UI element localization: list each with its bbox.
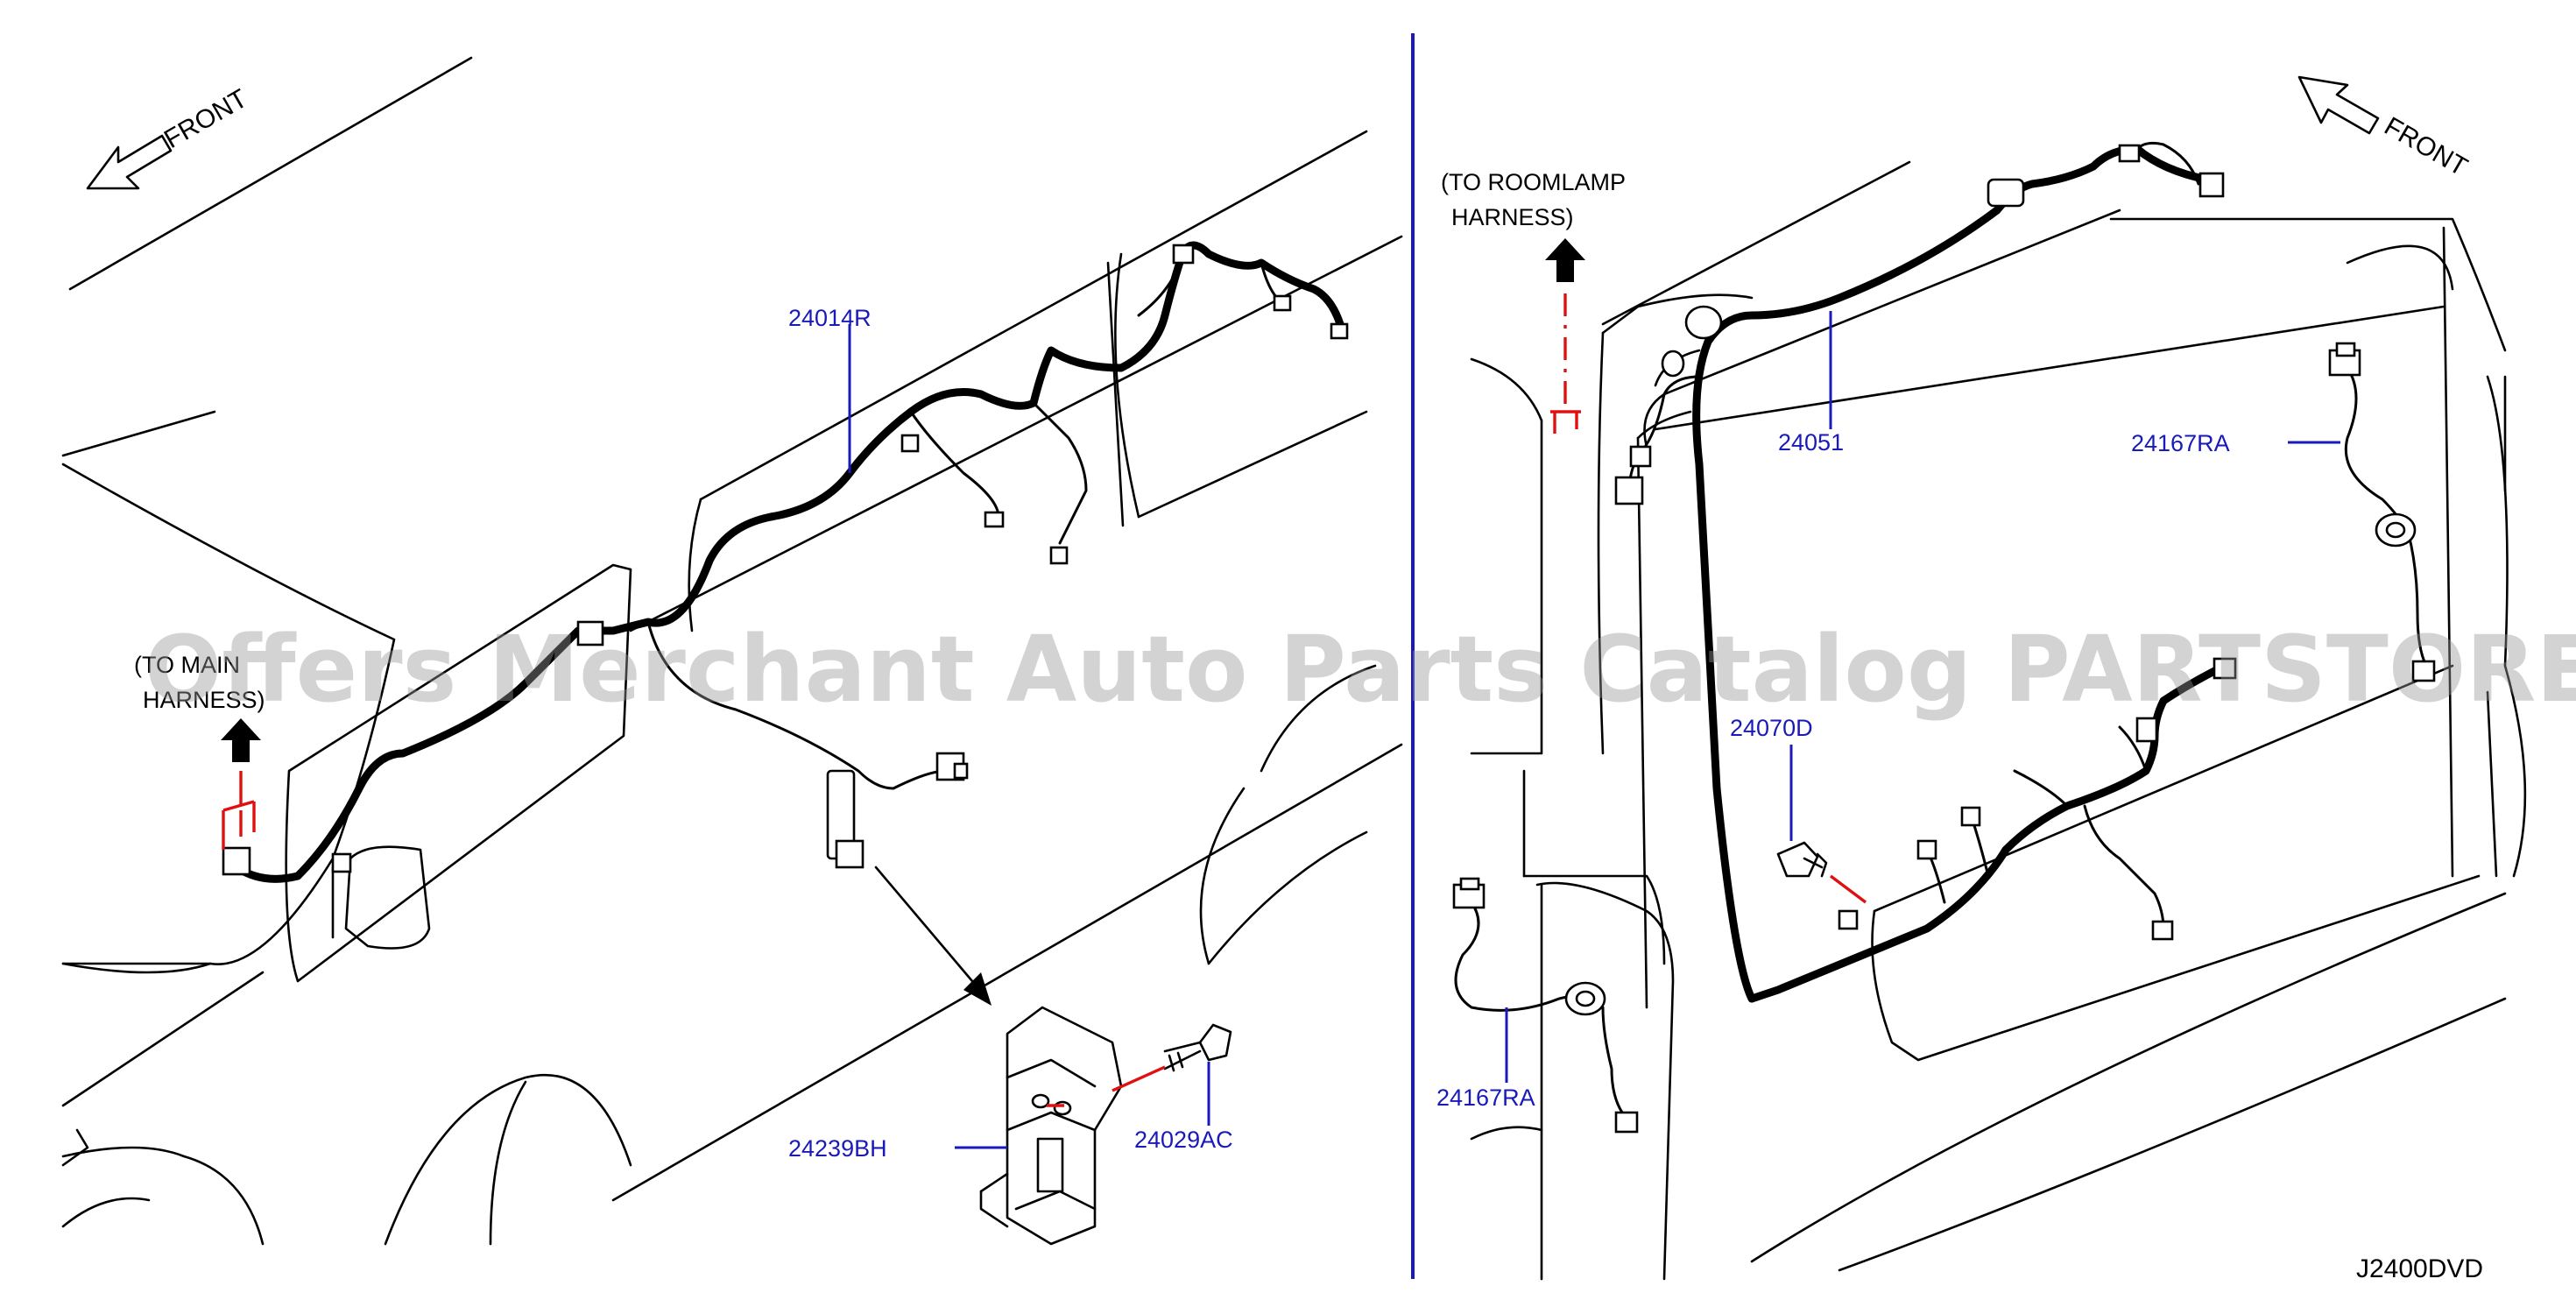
note-to-roomlamp-harness-line2: HARNESS)	[1451, 204, 1574, 230]
bolt-24029AC	[1163, 1023, 1232, 1072]
up-arrow-icon	[221, 718, 261, 762]
up-arrow-icon-right	[1545, 238, 1585, 282]
note-to-main-harness-line2: HARNESS)	[143, 687, 265, 713]
label-24051: 24051	[1778, 429, 1844, 456]
front-arrow-icon-right	[2297, 75, 2380, 135]
front-label-left: FRONT	[159, 84, 252, 154]
label-24167RA-bottom: 24167RA	[1436, 1085, 1535, 1111]
label-24239BH: 24239BH	[788, 1135, 887, 1162]
label-24014R: 24014R	[788, 305, 872, 331]
label-24029AC: 24029AC	[1134, 1127, 1233, 1153]
note-to-main-harness-line1: (TO MAIN	[134, 652, 240, 678]
bracket-24239BH	[979, 1006, 1123, 1246]
right-panel: 24051 24070D 24167RA 24167RA (TO ROOMLAM…	[1436, 75, 2527, 1283]
front-arrow-icon	[86, 134, 173, 190]
watermark-text: Offers Merchant Auto Parts Catalog PARTS…	[145, 616, 2576, 723]
label-24070D: 24070D	[1730, 715, 1813, 741]
label-24167RA-top: 24167RA	[2131, 430, 2230, 456]
front-label-right: FRONT	[2380, 111, 2473, 181]
diagram-code: J2400DVD	[2356, 1254, 2483, 1283]
note-to-roomlamp-harness-line1: (TO ROOMLAMP	[1441, 169, 1626, 195]
clip-24070D	[1776, 841, 1828, 878]
